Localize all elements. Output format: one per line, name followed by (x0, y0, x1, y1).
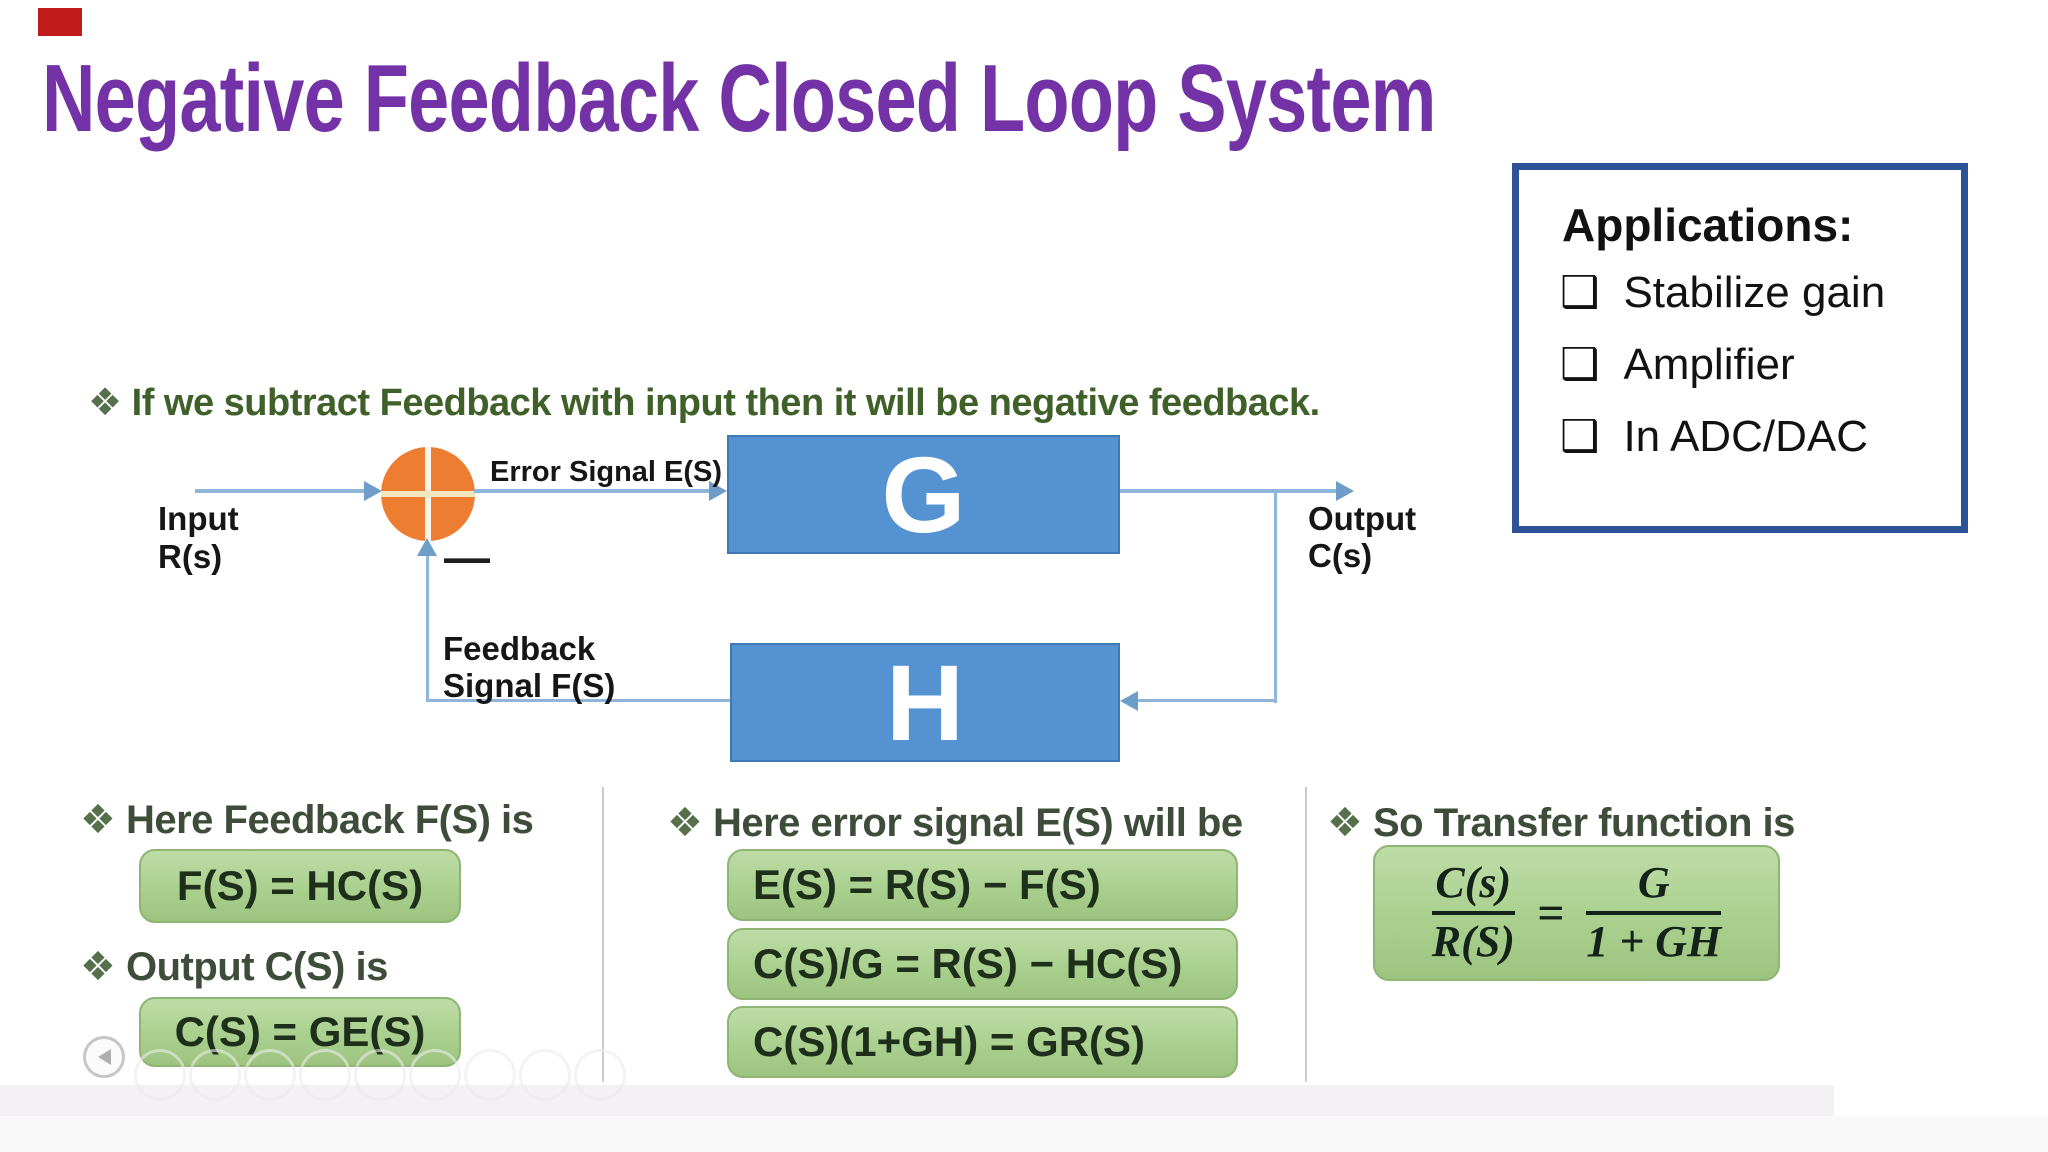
transfer-function-equation: C(s) R(S) = G 1 + GH (1375, 858, 1778, 967)
ghost-control-icon (354, 1049, 406, 1101)
equals-sign: = (1536, 886, 1565, 940)
col1-heading-feedback: ❖ Here Feedback F(S) is (80, 797, 534, 843)
diamond-bullet-icon: ❖ (80, 944, 116, 990)
feedback-up-arrowhead-icon (417, 538, 437, 556)
output-line (1120, 489, 1338, 493)
checkbox-icon: ❑ (1560, 411, 1600, 462)
bottom-edge-strip (0, 1116, 2048, 1152)
feedback-block: H (730, 642, 1120, 763)
diamond-bullet-icon: ❖ (88, 380, 122, 424)
gain-block: G (727, 434, 1120, 555)
ghost-control-icon (409, 1049, 461, 1101)
error-signal-line (474, 489, 712, 493)
col3-heading-transfer: ❖ So Transfer function is (1327, 800, 1795, 846)
ghost-control-icon (464, 1049, 516, 1101)
output-arrowhead-icon (1336, 481, 1354, 501)
formula-box: C(S) = GE(S) (139, 997, 461, 1067)
feedback-label: Feedback (443, 630, 596, 667)
applications-item: ❑ Amplifier (1560, 340, 1795, 390)
error-signal-label: Error Signal E(S) (490, 456, 723, 488)
fraction-bar (1586, 911, 1722, 915)
input-label: Input (158, 500, 239, 537)
fraction-right: G 1 + GH (1586, 858, 1722, 966)
column-divider (1305, 787, 1307, 1082)
formula-error1: E(S) = R(S) − F(S) (753, 861, 1101, 908)
output-branch-line (1274, 489, 1277, 703)
ghost-control-icon (519, 1049, 571, 1101)
fraction-bar (1431, 911, 1515, 915)
back-arrow-icon (97, 1049, 111, 1065)
col2-heading-error: ❖ Here error signal E(S) will be (667, 800, 1243, 846)
summing-junction-cross-horizontal (381, 491, 475, 497)
formula-feedback: F(S) = HC(S) (176, 862, 424, 909)
minus-sign: — (444, 531, 490, 583)
checkbox-icon: ❑ (1560, 339, 1600, 390)
applications-item: ❑ In ADC/DAC (1560, 412, 1868, 462)
output-label: Output (1308, 500, 1417, 537)
page-title: Negative Feedback Closed Loop System (42, 45, 1436, 152)
applications-item-label: Amplifier (1623, 340, 1795, 389)
applications-box (1512, 163, 1968, 533)
feedback-signal-label: Signal F(S) (443, 667, 616, 704)
col1-heading-output: ❖ Output C(S) is (80, 944, 388, 990)
statement-text: If we subtract Feedback with input then … (131, 382, 1321, 424)
formula-box: E(S) = R(S) − F(S) (727, 849, 1238, 921)
checkbox-icon: ❑ (1560, 267, 1600, 318)
fraction-left: C(s) R(S) (1431, 858, 1515, 966)
applications-item-label: In ADC/DAC (1623, 412, 1868, 461)
error-arrowhead-icon (709, 481, 727, 501)
ghost-control-icon (189, 1049, 241, 1101)
formula-error3: C(S)(1+GH) = GR(S) (753, 1018, 1146, 1065)
formula-box: C(S)(1+GH) = GR(S) (727, 1006, 1238, 1078)
transfer-function-box: C(s) R(S) = G 1 + GH (1373, 845, 1780, 981)
ghost-control-icon (134, 1049, 186, 1101)
feedback-up-line (426, 556, 429, 702)
applications-item: ❑ Stabilize gain (1560, 268, 1885, 318)
applications-heading: Applications: (1562, 199, 1854, 251)
statement-line: ❖ If we subtract Feedback with input the… (88, 380, 1320, 425)
formula-box: C(S)/G = R(S) − HC(S) (727, 928, 1238, 1000)
previous-slide-button[interactable] (83, 1036, 125, 1078)
ghost-control-icon (244, 1049, 296, 1101)
column-divider (602, 787, 604, 1082)
ghost-control-icon (574, 1049, 626, 1101)
feedback-return-line (429, 699, 730, 702)
feedback-in-arrowhead-icon (1120, 691, 1138, 711)
recording-marker (38, 8, 82, 36)
diamond-bullet-icon: ❖ (1327, 800, 1363, 846)
input-arrow-line (195, 489, 370, 493)
ghost-control-icon (299, 1049, 351, 1101)
formula-output: C(S) = GE(S) (174, 1008, 426, 1055)
diamond-bullet-icon: ❖ (667, 800, 703, 846)
input-signal-label: R(s) (158, 538, 223, 575)
formula-error2: C(S)/G = R(S) − HC(S) (753, 940, 1183, 987)
diamond-bullet-icon: ❖ (80, 797, 116, 843)
applications-item-label: Stabilize gain (1623, 268, 1886, 317)
summing-junction (381, 447, 475, 541)
branch-to-feedback-line (1138, 699, 1277, 702)
formula-box: F(S) = HC(S) (139, 849, 461, 923)
output-signal-label: C(s) (1308, 537, 1373, 574)
input-arrowhead-icon (364, 481, 382, 501)
